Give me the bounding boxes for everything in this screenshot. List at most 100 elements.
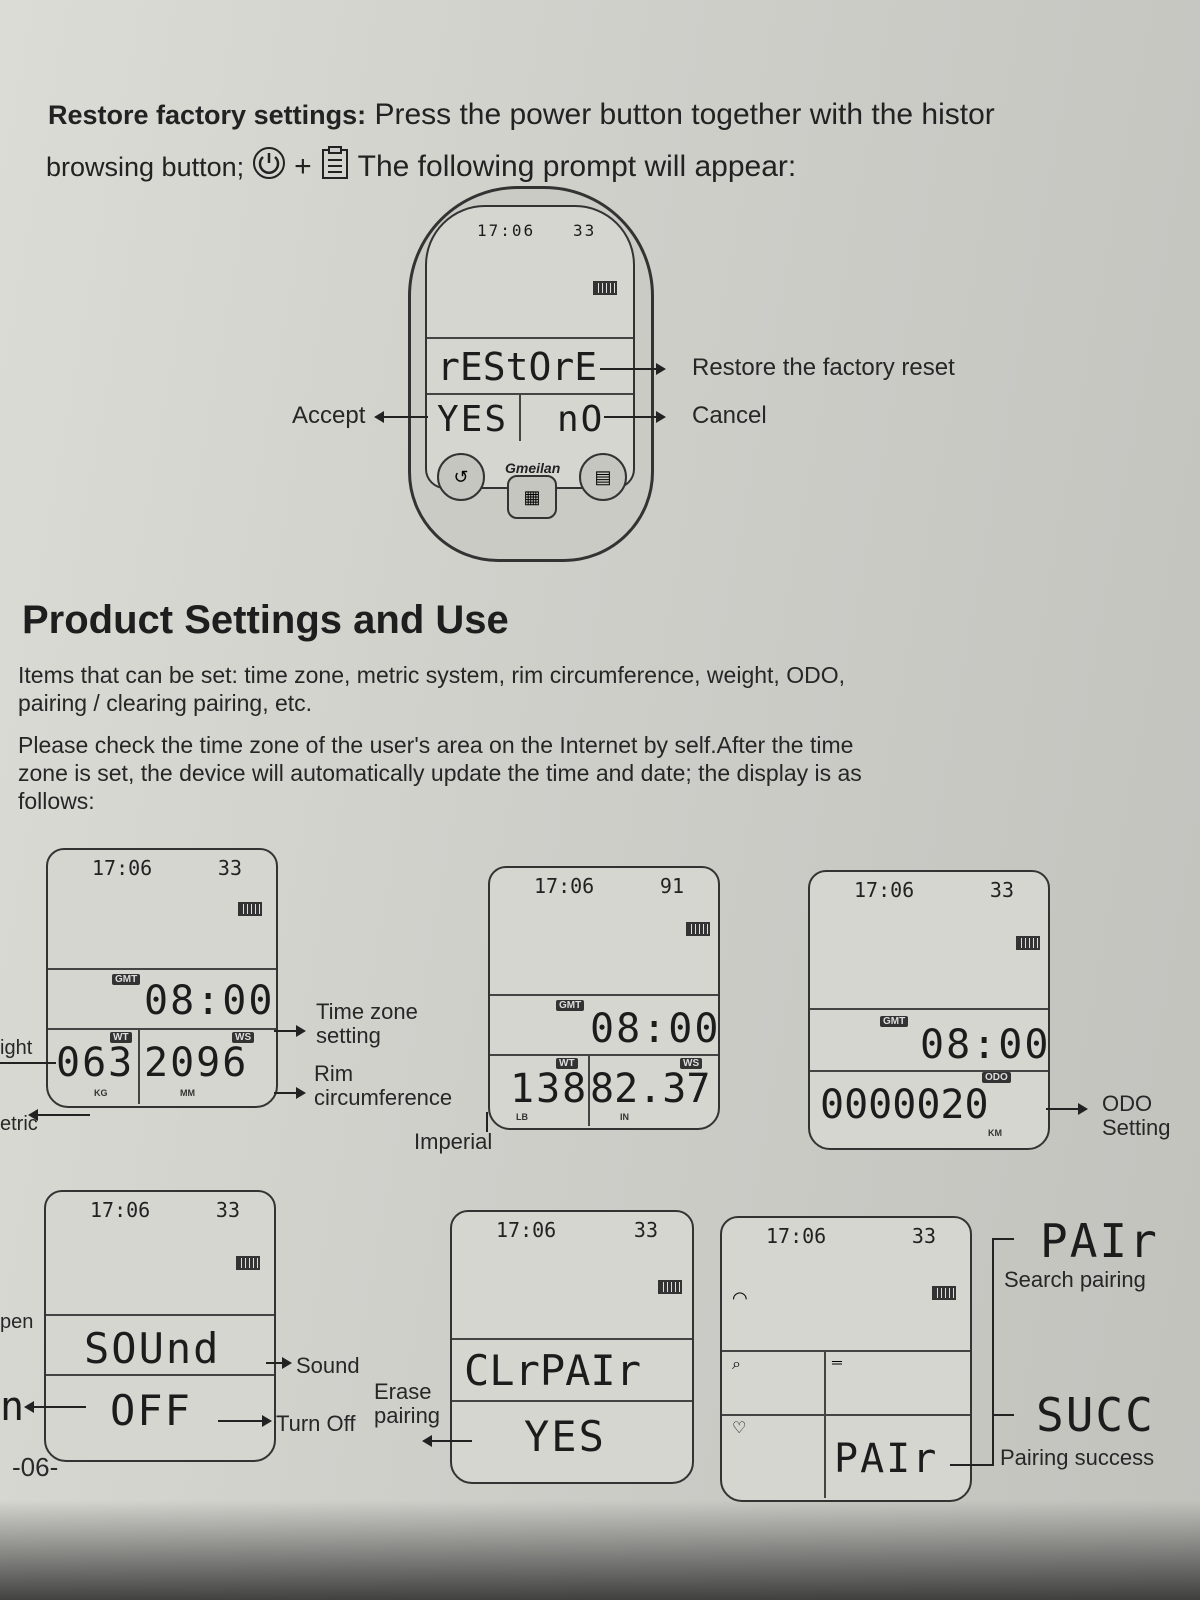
divider [588, 1056, 590, 1126]
divider [46, 1314, 274, 1316]
screen-time: 17:06 [766, 1224, 827, 1248]
label-weight-partial: ight [0, 1037, 33, 1059]
divider [824, 1352, 826, 1498]
rim-arrow [274, 1087, 306, 1099]
label-erase-2: pairing [374, 1403, 441, 1428]
restore-device-illustration: 17:06 33 rEStOrE YES nO Gmeilan ↺ ▦ ▤ [408, 186, 654, 562]
bracket-bottom [950, 1464, 994, 1466]
gmt-tag: GMT [880, 1016, 909, 1027]
reset-button-icon: ↺ [437, 453, 485, 501]
intro-line-2-start: browsing button; [46, 151, 245, 182]
restore-arrow [600, 363, 666, 375]
battery-icon [1016, 936, 1040, 950]
imperial-line [486, 1112, 488, 1132]
brand-logo: Gmeilan [505, 460, 561, 476]
label-rim-1: Rim [314, 1061, 354, 1086]
turnoff-arrow [218, 1415, 272, 1427]
label-search-pairing: Search pairing [1004, 1267, 1146, 1292]
battery-icon [932, 1286, 956, 1300]
bracket-mid [992, 1414, 1014, 1416]
label-imperial: Imperial [414, 1129, 493, 1154]
battery-icon [236, 1256, 260, 1270]
wheel-value: 82.37 [590, 1066, 711, 1112]
succ-big-display: SUCC [1036, 1388, 1155, 1442]
label-sound: Sound [296, 1353, 360, 1378]
restore-no: nO [557, 399, 605, 440]
label-pairing-success: Pairing success [1000, 1445, 1155, 1470]
page-number: -06- [12, 1452, 59, 1482]
divider [46, 1374, 274, 1376]
section-title: Product Settings and Use [22, 598, 509, 642]
label-timezone-2: setting [316, 1023, 381, 1048]
plus-sign: + [294, 150, 312, 183]
divider [810, 1008, 1048, 1010]
pair-big-display: PAIr [1040, 1214, 1159, 1268]
wt-tag: WT [556, 1058, 578, 1069]
para1-line2: pairing / clearing pairing, etc. [18, 690, 313, 716]
battery-icon [593, 281, 617, 295]
intro-line-2: browsing button; + The following prompt … [46, 146, 796, 188]
history-icon [320, 146, 350, 188]
unit-in: IN [620, 1112, 629, 1122]
weight-value: 138 [510, 1066, 589, 1112]
label-erase-1: Erase [374, 1379, 432, 1404]
screen-time: 17:06 [90, 1198, 151, 1222]
sound-value: OFF [110, 1386, 192, 1435]
history-button-icon: ▤ [579, 453, 627, 501]
divider [48, 968, 276, 970]
unit-km: KM [988, 1128, 1002, 1138]
screen-temp: 91 [659, 874, 684, 898]
screen-time: 17:06 [534, 874, 595, 898]
sound-arrow [266, 1357, 292, 1369]
para1-line1: Items that can be set: time zone, metric… [18, 662, 845, 688]
gmt-value: 08:00 [590, 1006, 721, 1052]
restore-temp: 33 [573, 221, 597, 240]
divider [427, 337, 633, 339]
screen-temp: 33 [215, 1198, 240, 1222]
restore-yes: YES [437, 399, 509, 440]
odo-tag: ODO [982, 1072, 1011, 1083]
para2-line3: follows: [18, 788, 95, 814]
label-odo-2: Setting [1102, 1115, 1171, 1140]
restore-time: 17:06 [477, 221, 536, 240]
pairing-bracket [992, 1238, 994, 1464]
erase-arrow [422, 1435, 472, 1447]
divider [452, 1338, 692, 1340]
weight-value: 063 [56, 1040, 135, 1086]
ws-tag: WS [680, 1058, 703, 1069]
battery-icon [238, 902, 262, 916]
unit-kg: KG [94, 1088, 108, 1098]
intro-line-1: Restore factory settings: Press the powe… [48, 98, 995, 132]
unit-lb: LB [516, 1112, 528, 1122]
divider [722, 1414, 970, 1416]
screen-temp: 33 [989, 878, 1014, 902]
label-cancel: Cancel [692, 402, 767, 429]
label-timezone-1: Time zone [316, 999, 418, 1024]
unit-mm: MM [180, 1088, 195, 1098]
odo-arrow [1046, 1103, 1088, 1115]
divider [490, 1054, 718, 1056]
divider [490, 994, 718, 996]
label-rim-2: circumference [314, 1085, 453, 1110]
wheel-value: 2096 [144, 1040, 249, 1086]
intro-line-1-text: Press the power button together with the… [374, 98, 995, 131]
mode-button-icon: ▦ [507, 475, 557, 519]
cadence-sensor-icon: ⌕ [732, 1356, 741, 1373]
power-meter-icon: ═ [832, 1354, 842, 1370]
screen-time: 17:06 [496, 1218, 557, 1242]
heart-rate-icon: ♡ [732, 1420, 747, 1437]
label-accept: Accept [292, 402, 366, 429]
gmt-tag: GMT [112, 974, 141, 985]
restore-line: rEStOrE [437, 345, 598, 389]
divider [810, 1070, 1048, 1072]
para2-line2: zone is set, the device will automatical… [18, 760, 862, 786]
gmt-value: 08:00 [144, 978, 275, 1024]
clear-pairing-line: CLrPAIr [464, 1346, 642, 1395]
timezone-arrow [274, 1025, 306, 1037]
intro-line-2-end: The following prompt will appear: [357, 150, 797, 183]
